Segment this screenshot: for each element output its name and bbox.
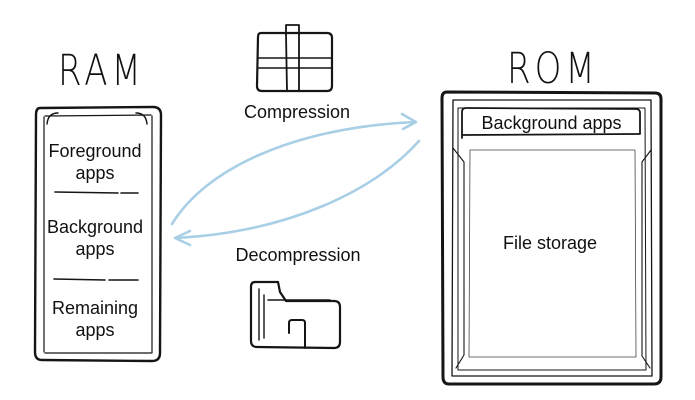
rom-storage-card-icon — [440, 90, 663, 386]
decompression-arrow — [173, 139, 421, 247]
compression-arrow — [170, 112, 418, 226]
rom-file-storage-label: File storage — [502, 233, 598, 253]
compression-label: Compression — [243, 102, 351, 122]
ram-foreground-apps: Foreground apps — [36, 140, 154, 184]
ram-background-apps-label: Background apps — [46, 217, 144, 259]
package-box-icon — [255, 24, 334, 93]
ram-title: RAM — [58, 46, 145, 96]
folder-icon — [249, 280, 342, 350]
ram-remaining-apps: Remaining apps — [36, 297, 154, 341]
rom-title: ROM — [507, 44, 599, 94]
decompression-label: Decompression — [235, 245, 361, 265]
ram-phone-icon — [33, 105, 163, 363]
ram-foreground-apps-label: Foreground apps — [48, 141, 142, 183]
rom-background-apps-label: Background apps — [481, 113, 622, 133]
ram-background-apps: Background apps — [36, 216, 154, 260]
ram-remaining-apps-label: Remaining apps — [51, 298, 139, 340]
